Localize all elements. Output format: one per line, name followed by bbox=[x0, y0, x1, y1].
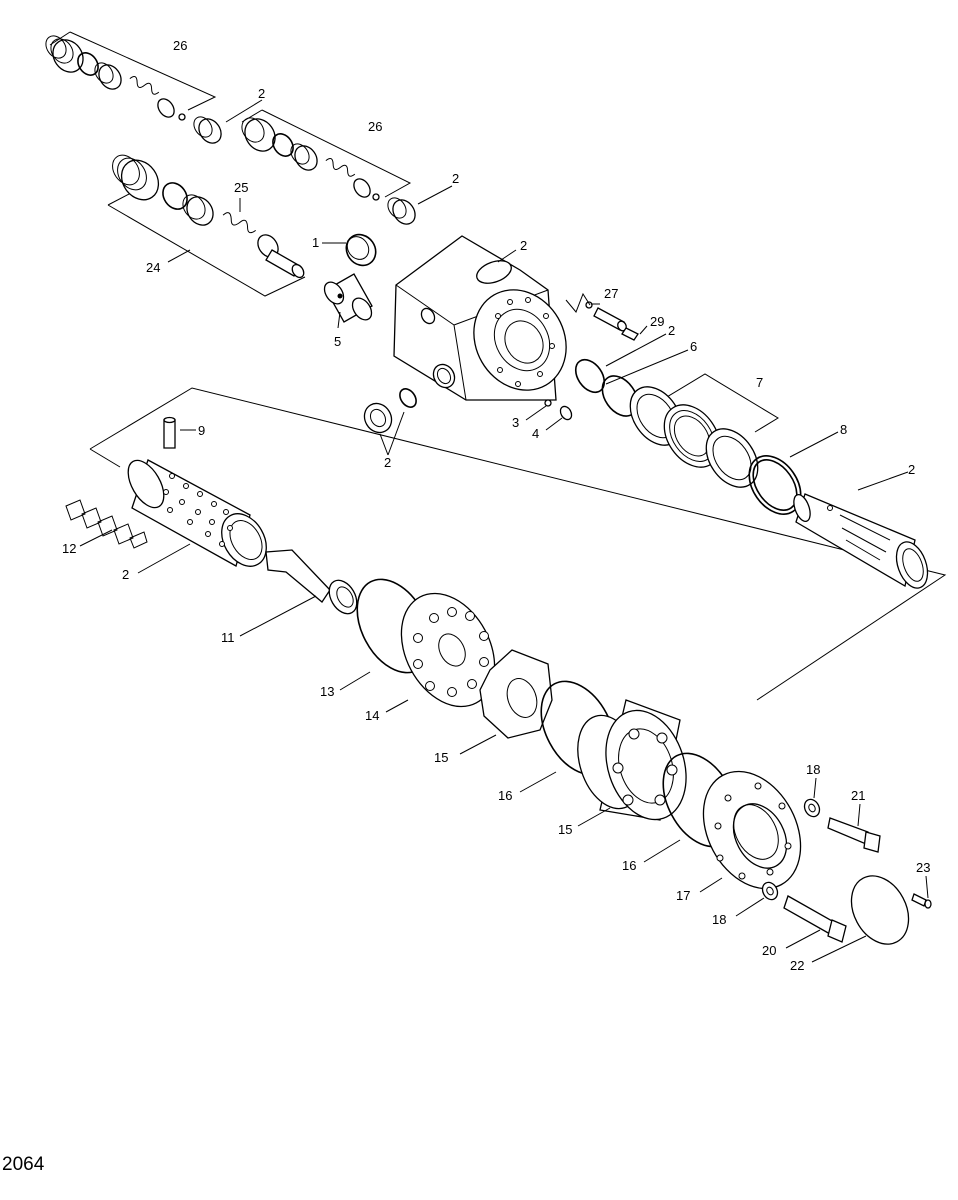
ball-lower bbox=[372, 193, 380, 201]
spring-lower bbox=[325, 158, 356, 177]
screw-23 bbox=[911, 893, 932, 909]
poppet-lower bbox=[353, 178, 371, 198]
washer-18-lower bbox=[761, 881, 779, 901]
callout-3: 3 bbox=[512, 415, 519, 430]
spacer-ring bbox=[345, 233, 377, 267]
check-plug-1 bbox=[193, 116, 222, 144]
callout-6: 6 bbox=[690, 339, 697, 354]
plug-4 bbox=[559, 405, 573, 421]
poppet-upper bbox=[157, 98, 175, 118]
callout-29: 29 bbox=[650, 314, 664, 329]
callout-1: 1 bbox=[312, 235, 319, 250]
drive-shaft-11 bbox=[265, 549, 358, 615]
callout-2-f: 2 bbox=[384, 455, 391, 470]
spacer-ring-inner bbox=[346, 236, 370, 260]
washer-18-upper bbox=[803, 798, 821, 818]
pin-9 bbox=[163, 416, 176, 449]
callout-12: 12 bbox=[62, 541, 76, 556]
callout-labels: 26 2 26 2 25 1 2 24 27 29 5 2 6 7 3 4 8 … bbox=[62, 38, 930, 973]
callout-13: 13 bbox=[320, 684, 334, 699]
callout-26-lower: 26 bbox=[368, 119, 382, 134]
o-ring-upper bbox=[77, 52, 99, 76]
check-plug-2 bbox=[387, 197, 416, 225]
set-screw-29 bbox=[593, 307, 639, 341]
callout-2-a: 2 bbox=[258, 86, 265, 101]
relief-seat bbox=[182, 194, 214, 226]
callout-2-d: 5 bbox=[334, 334, 341, 349]
spring-upper bbox=[129, 76, 160, 95]
valve-seat-lower bbox=[290, 143, 318, 171]
callout-15-a: 15 bbox=[434, 750, 448, 765]
callout-18-lower: 18 bbox=[712, 912, 726, 927]
ball-upper bbox=[178, 113, 186, 121]
callout-20: 20 bbox=[762, 943, 776, 958]
valve-plug-lower bbox=[241, 117, 276, 152]
callout-16-a: 16 bbox=[498, 788, 512, 803]
callout-2-b: 2 bbox=[452, 171, 459, 186]
callout-23: 23 bbox=[916, 860, 930, 875]
callout-7: 7 bbox=[756, 375, 763, 390]
callout-25: 25 bbox=[234, 180, 248, 195]
valve-housing bbox=[393, 235, 567, 401]
drive-sleeve bbox=[793, 493, 929, 589]
callout-5: 2 bbox=[668, 323, 675, 338]
callout-17: 17 bbox=[676, 888, 690, 903]
ball-3 bbox=[544, 399, 552, 407]
bolt-21 bbox=[827, 817, 881, 853]
relief-poppet bbox=[257, 234, 305, 279]
relief-spring bbox=[222, 212, 256, 234]
callout-26-upper: 26 bbox=[173, 38, 187, 53]
o-ring-5 bbox=[574, 358, 606, 394]
callout-11: 11 bbox=[221, 630, 235, 645]
end-cap-17 bbox=[702, 770, 802, 890]
housing-ball bbox=[585, 301, 593, 309]
callout-9: 9 bbox=[198, 423, 205, 438]
group-bracket-main bbox=[89, 387, 947, 701]
centering-springs-12 bbox=[65, 499, 148, 549]
callout-15-b: 15 bbox=[558, 822, 572, 837]
housing-port-plug bbox=[363, 402, 393, 434]
cover-plate-22 bbox=[850, 875, 910, 945]
callout-27: 27 bbox=[604, 286, 618, 301]
rotor-star-15 bbox=[479, 649, 553, 739]
callout-8: 8 bbox=[840, 422, 847, 437]
callout-18-upper: 18 bbox=[806, 762, 820, 777]
callout-24: 24 bbox=[146, 260, 160, 275]
callout-16-b: 16 bbox=[622, 858, 636, 873]
spacer-plate-14 bbox=[400, 592, 496, 708]
callout-2-c: 2 bbox=[520, 238, 527, 253]
bolt-20 bbox=[783, 895, 847, 943]
callout-2-g: 2 bbox=[122, 567, 129, 582]
valve-seat-upper bbox=[94, 62, 122, 90]
check-sleeve bbox=[323, 273, 373, 323]
port-o-ring bbox=[399, 388, 417, 408]
leader-lines bbox=[79, 99, 929, 963]
callout-14: 14 bbox=[365, 708, 379, 723]
retaining-ring-8 bbox=[748, 455, 802, 515]
spool-body bbox=[127, 459, 267, 567]
group-bracket-24 bbox=[107, 191, 306, 297]
rotor-ring-15 bbox=[577, 699, 687, 821]
drawing-number: 2064 bbox=[2, 1154, 45, 1175]
valve-plug-upper bbox=[45, 35, 84, 73]
callout-21: 21 bbox=[851, 788, 865, 803]
callout-4: 4 bbox=[532, 426, 539, 441]
relief-plug bbox=[112, 154, 160, 201]
callout-22: 22 bbox=[790, 958, 804, 973]
o-ring-lower bbox=[272, 133, 294, 157]
callout-2-e: 2 bbox=[908, 462, 915, 477]
